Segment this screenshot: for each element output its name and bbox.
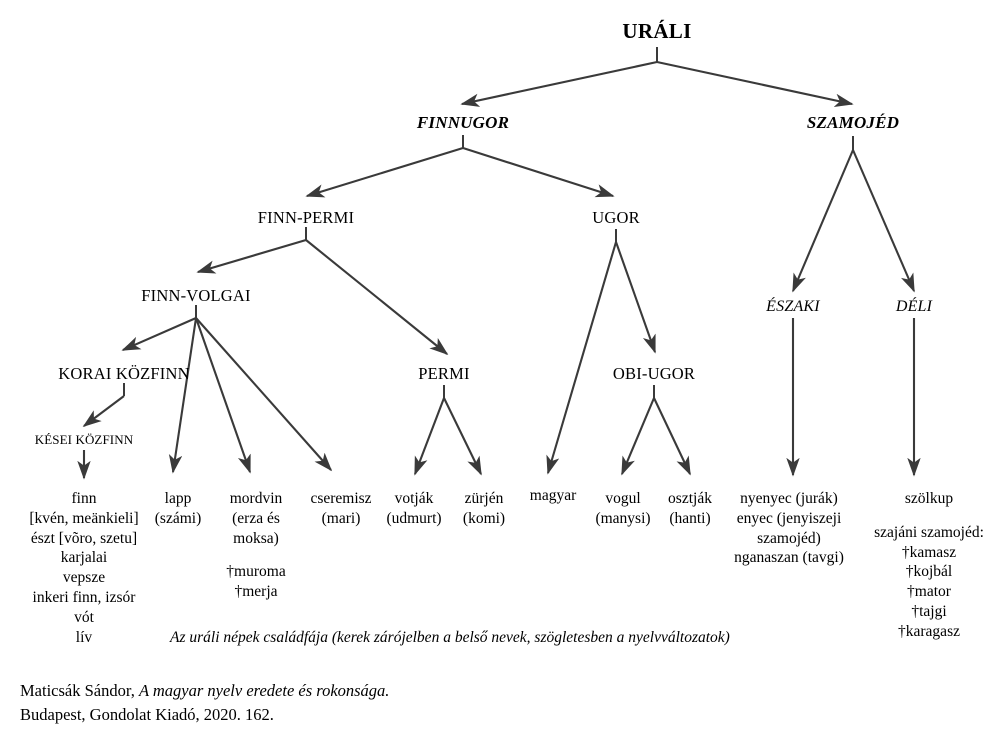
leaf-nyenyec-line-1: szamojéd) xyxy=(757,529,821,547)
leaf-finn: finn [kvén, meänkieli] észt [võro, szetu… xyxy=(29,489,138,648)
leaf-finn-line-1: észt [võro, szetu] xyxy=(30,529,138,547)
leaf-nyenyec-head: nyenyec (jurák) xyxy=(740,490,838,507)
leaf-szolkup-head: szölkup xyxy=(904,490,954,507)
node-korai-kozfinn: KORAI KÖZFINN xyxy=(58,364,190,383)
leaf-mordvin-extra-1: †merja xyxy=(234,583,278,601)
leaf-nyenyec: nyenyec (jurák) enyec (jenyiszeji szamoj… xyxy=(734,489,844,568)
node-eszaki: ÉSZAKI xyxy=(766,298,820,315)
leaf-zurjen: zürjén (komi) xyxy=(463,489,505,529)
leaf-nyenyec-line-0: enyec (jenyiszeji xyxy=(736,509,842,527)
leaf-vogul-head: vogul xyxy=(605,490,641,507)
leaf-votjak-head: votják xyxy=(394,490,434,507)
leaf-nyenyec-line-2: nganaszan (tavgi) xyxy=(734,549,844,567)
leaf-vogul-line-0: (manysi) xyxy=(595,509,651,527)
leaf-osztjak: osztják (hanti) xyxy=(668,489,712,529)
leaf-finn-line-3: vepsze xyxy=(62,569,106,587)
node-szamojed: SZAMOJÉD xyxy=(806,113,900,132)
node-finn-volgai: FINN-VOLGAI xyxy=(141,286,251,305)
node-permi: PERMI xyxy=(418,364,470,383)
leaf-finn-line-4: inkeri finn, izsór xyxy=(32,589,136,607)
leaf-finn-line-0: [kvén, meänkieli] xyxy=(29,509,139,527)
leaf-votjak: votják (udmurt) xyxy=(386,489,441,529)
leaf-szolkup-extra-2: †kojbál xyxy=(905,563,953,581)
leaf-magyar: magyar xyxy=(530,486,576,506)
leaf-osztjak-line-0: (hanti) xyxy=(669,509,711,527)
leaf-mordvin-line-0: (erza és xyxy=(232,509,280,527)
leaf-mordvin-line-1: moksa) xyxy=(233,529,279,547)
leaf-finn-head: finn xyxy=(71,490,97,507)
node-finnugor: FINNUGOR xyxy=(416,113,510,132)
leaf-szolkup-extra-0: szajáni szamojéd: xyxy=(874,523,984,541)
leaf-finn-line-2: karjalai xyxy=(60,549,108,567)
leaf-finn-line-5: vót xyxy=(74,608,94,626)
leaf-cseremisz: cseremisz (mari) xyxy=(310,489,371,529)
leaf-finn-line-6: lív xyxy=(75,628,93,646)
leaf-cseremisz-line-0: (mari) xyxy=(321,509,361,527)
credit-line-1: Maticsák Sándor, A magyar nyelv eredete … xyxy=(20,679,389,703)
leaf-szolkup-extra-5: †karagasz xyxy=(898,622,960,640)
node-obi-ugor: OBI-UGOR xyxy=(612,364,696,383)
leaf-votjak-line-0: (udmurt) xyxy=(386,509,442,527)
leaf-zurjen-line-0: (komi) xyxy=(462,509,506,527)
source-credit: Maticsák Sándor, A magyar nyelv eredete … xyxy=(20,679,389,727)
leaf-lapp: lapp (számi) xyxy=(155,489,201,529)
leaf-lapp-head: lapp xyxy=(164,490,192,507)
diagram-caption: Az uráli népek családfája (kerek zárójel… xyxy=(170,629,730,646)
leaf-osztjak-head: osztják xyxy=(668,490,712,507)
node-urali: URÁLI xyxy=(622,19,692,43)
leaf-mordvin-extra-0: †muroma xyxy=(226,563,286,581)
leaf-mordvin: mordvin (erza és moksa) †muroma †merja xyxy=(226,489,285,602)
credit-line-2: Budapest, Gondolat Kiadó, 2020. 162. xyxy=(20,704,274,724)
leaf-szolkup-extra-4: †tajgi xyxy=(911,603,947,621)
leaf-vogul: vogul (manysi) xyxy=(595,489,650,529)
credit-author: Maticsák Sándor, xyxy=(20,681,139,700)
leaf-szolkup-extra-1: †kamasz xyxy=(901,543,957,561)
leaf-magyar-head: magyar xyxy=(529,487,577,504)
leaf-szolkup-extra-3: †mator xyxy=(907,583,951,601)
node-deli: DÉLI xyxy=(895,298,933,315)
credit-work-title: A magyar nyelv eredete és rokonsága. xyxy=(138,681,390,700)
leaf-cseremisz-head: cseremisz xyxy=(310,490,372,507)
leaf-lapp-line-0: (számi) xyxy=(154,509,202,527)
node-finn-permi: FINN-PERMI xyxy=(257,208,355,227)
leaf-mordvin-head: mordvin xyxy=(229,490,283,507)
leaf-zurjen-head: zürjén xyxy=(464,490,504,507)
node-kesei-kozfinn: KÉSEI KÖZFINN xyxy=(34,432,134,447)
node-ugor: UGOR xyxy=(592,208,640,227)
leaf-szolkup: szölkup szajáni szamojéd: †kamasz †kojbá… xyxy=(874,489,984,642)
